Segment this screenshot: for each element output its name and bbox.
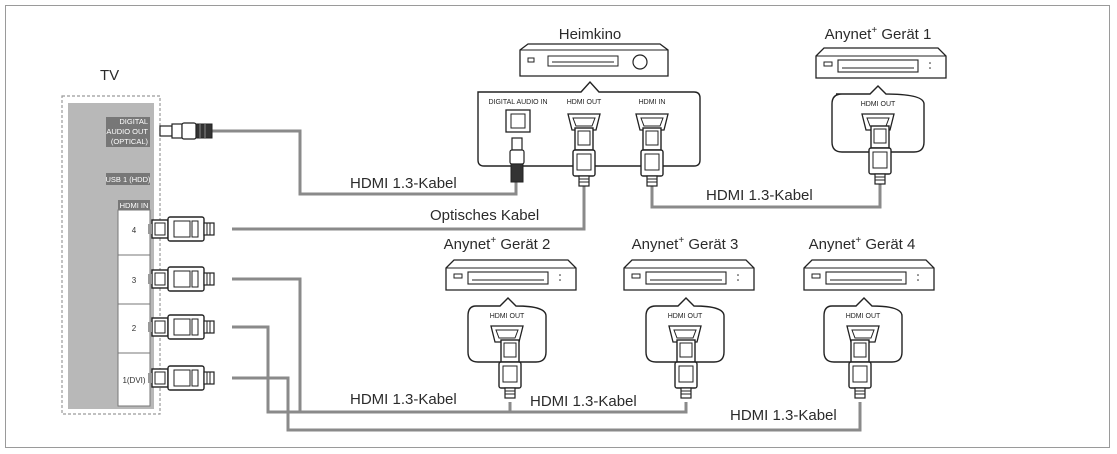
device-4-label: Anynet+ Gerät 4 — [809, 235, 916, 253]
home-theater-title: Heimkino — [559, 26, 622, 43]
cable-label-device-2: HDMI 1.3-Kabel — [350, 391, 457, 408]
device-3: Anynet+ Gerät 3 HDMI OUT — [623, 235, 755, 363]
hdmi-plug-device-3 — [674, 339, 698, 399]
device-1-label: Anynet+ Gerät 1 — [825, 25, 932, 43]
tv-dashed-outline — [61, 95, 161, 415]
tv-hdmi-port-4: 4 — [132, 226, 137, 235]
tv-digital-label-2: AUDIO OUT — [106, 127, 148, 136]
cable-label-device-3: HDMI 1.3-Kabel — [530, 393, 637, 410]
optical-plug-tv — [159, 122, 213, 140]
tv-hdmi-in-label: HDMI IN — [120, 201, 149, 210]
hdmi-in-header — [118, 200, 150, 210]
device-2-label: Anynet+ Gerät 2 — [444, 235, 551, 253]
tv-usb-label: USB 1 (HDD) — [105, 175, 151, 184]
device-3-label: Anynet+ Gerät 3 — [632, 235, 739, 253]
digital-audio-out-port — [106, 117, 150, 147]
hdmi-plug-tv-4 — [151, 216, 215, 242]
hdmi-plug-ht-in — [640, 127, 664, 187]
tv-hdmi-port-2: 2 — [132, 324, 137, 333]
ht-digital-audio-in-label: DIGITAL AUDIO IN — [488, 99, 547, 106]
tv-digital-label-3: (OPTICAL) — [111, 137, 149, 146]
hdmi-in-column — [117, 209, 151, 407]
optical-plug-ht — [509, 137, 525, 183]
hdmi-plug-ht-out — [572, 127, 596, 187]
diagram-frame — [5, 5, 1110, 448]
device-1: Anynet+ Gerät 1 HDMI OUT — [815, 25, 947, 153]
cable-label-optical: Optisches Kabel — [430, 207, 539, 224]
device-4-port: HDMI OUT — [846, 313, 881, 320]
hdmi-plug-device-4 — [848, 339, 872, 399]
hdmi-plug-tv-2 — [151, 314, 215, 340]
hdmi-plug-tv-1 — [151, 365, 215, 391]
hdmi-plug-tv-3 — [151, 266, 215, 292]
device-2-port: HDMI OUT — [490, 313, 525, 320]
cables — [212, 129, 882, 432]
device-1-port: HDMI OUT — [861, 101, 896, 108]
tv-title: TV — [100, 67, 119, 84]
tv: TV DIGITAL AUDIO OUT (OPTICAL) USB 1 (HD… — [61, 67, 161, 415]
device-4: Anynet+ Gerät 4 HDMI OUT — [803, 235, 935, 363]
device-3-port: HDMI OUT — [668, 313, 703, 320]
tv-hdmi-port-3: 3 — [132, 276, 137, 285]
hdmi-plug-device-1 — [868, 125, 892, 185]
cable-label-device-1: HDMI 1.3-Kabel — [706, 187, 813, 204]
device-2: Anynet+ Gerät 2 HDMI OUT — [444, 235, 577, 363]
cable-label-device-4: HDMI 1.3-Kabel — [730, 407, 837, 424]
cable-label-optical-top: HDMI 1.3-Kabel — [350, 175, 457, 192]
tv-digital-label-1: DIGITAL — [119, 117, 148, 126]
ht-hdmi-out-label: HDMI OUT — [567, 99, 602, 106]
tv-hdmi-port-1: 1(DVI) — [122, 376, 145, 385]
ht-hdmi-in-label: HDMI IN — [639, 99, 666, 106]
hdmi-plug-device-2 — [498, 339, 522, 399]
usb-port — [106, 173, 150, 185]
